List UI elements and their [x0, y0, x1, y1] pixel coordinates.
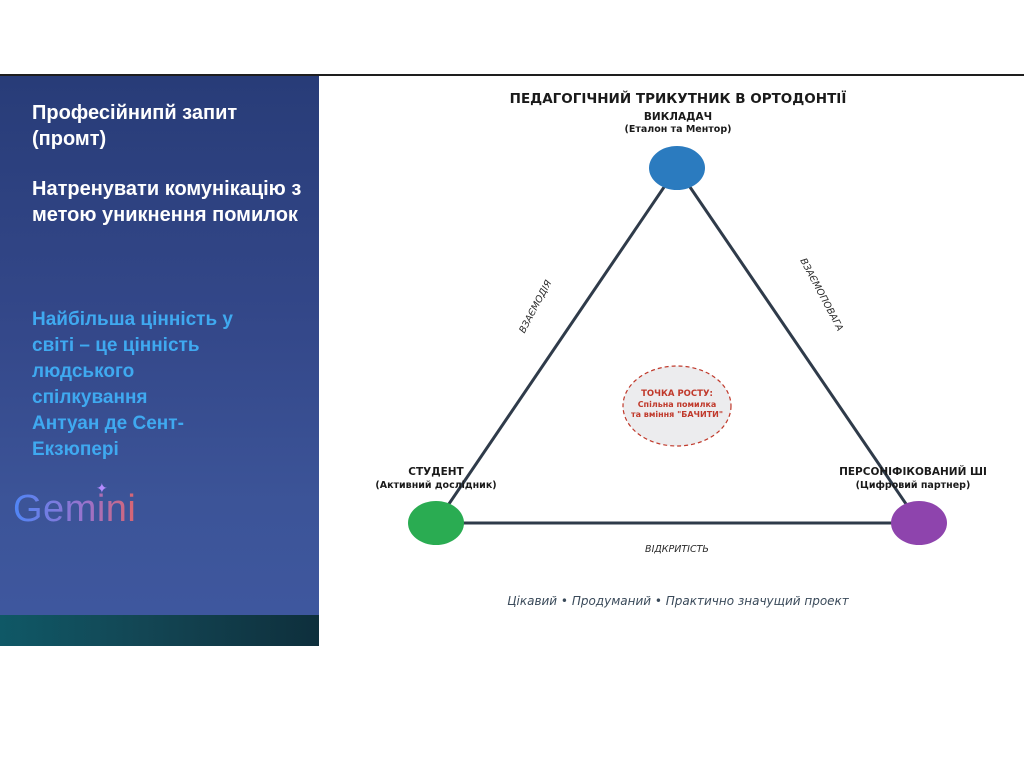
teacher-label: ВИКЛАДАЧ [644, 111, 712, 123]
quote-line: спілкування [32, 387, 148, 408]
pedagogical-triangle-diagram: ПЕДАГОГІЧНИЙ ТРИКУТНИК В ОРТОДОНТІЇ ВЗАЄ… [375, 90, 987, 608]
edge-bottom-label: ВІДКРИТІСТЬ [645, 544, 709, 555]
quote-block: Найбільша цінність у світі – це цінність… [32, 307, 302, 463]
quote-line: світі – це цінність [32, 335, 200, 356]
sparkle-icon: ✦ [96, 480, 108, 497]
edge-right-label: ВЗАЄМОПОВАГА [797, 257, 845, 334]
gemini-logo: Gemini [13, 488, 137, 530]
edge-left-line [434, 167, 679, 524]
ai-sublabel: (Цифровий партнер) [856, 480, 971, 491]
ai-label: ПЕРСОНІФІКОВАНИЙ ШІ [839, 465, 987, 478]
growth-point-line: Спільна помилка [638, 399, 717, 409]
sidebar-panel: Професійнипй запит (промт) Натренувати к… [0, 76, 319, 646]
quote-line: Антуан де Сент- [32, 413, 184, 434]
diagram-title: ПЕДАГОГІЧНИЙ ТРИКУТНИК В ОРТОДОНТІЇ [510, 90, 847, 107]
sidebar-footer-band [0, 615, 319, 646]
growth-point-line: та вміння "БАЧИТИ" [631, 409, 723, 419]
quote-line: Екзюпері [32, 439, 119, 460]
goal-heading: Натренувати комунікацію з метою уникненн… [32, 178, 302, 226]
teacher-node [649, 146, 705, 190]
edge-right-line [675, 167, 921, 524]
student-label: СТУДЕНТ [408, 466, 464, 478]
diagram-footer: Цікавий • Продуманий • Практично значущи… [507, 594, 850, 608]
growth-point-circle [622, 365, 732, 447]
edge-left-label: ВЗАЄМОДІЯ [517, 278, 554, 335]
top-divider [0, 74, 1024, 76]
student-sublabel: (Активний дослідник) [375, 480, 496, 491]
ai-node [891, 501, 947, 545]
request-heading: Професійнипй запит (промт) [32, 102, 238, 150]
quote-line: людського [32, 361, 135, 382]
teacher-sublabel: (Еталон та Ментор) [625, 124, 732, 135]
student-node [408, 501, 464, 545]
growth-point-title: ТОЧКА РОСТУ: [641, 389, 713, 399]
quote-line: Найбільша цінність у [32, 309, 234, 330]
